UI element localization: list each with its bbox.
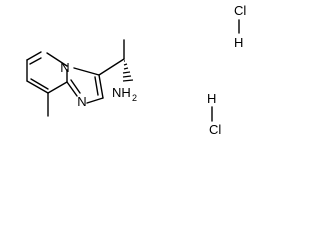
hashed-wedge-bond	[122, 60, 134, 82]
bond-c8a-n1	[66, 81, 78, 97]
hcl-2-h-label: H	[207, 91, 216, 106]
bond-c7-c8-double	[30, 78, 49, 90]
hcl-2: H Cl	[207, 91, 221, 137]
hcl-2-cl-label: Cl	[209, 122, 221, 137]
amine-subscript: 2	[132, 93, 137, 103]
atom-label-imidazole-n: N	[77, 94, 86, 109]
atom-label-amine: NH 2	[112, 85, 137, 103]
bond-c3-n4	[73, 67, 100, 76]
bond-c2-c3	[98, 74, 104, 99]
bond-c2-c3-double	[94, 76, 99, 96]
imidazole-ring	[66, 67, 104, 104]
hcl-1: Cl H	[234, 3, 246, 50]
atom-label-ring-n: N	[60, 60, 69, 75]
bond-c7-c8	[26, 80, 49, 94]
bond-c3-chiral-c	[98, 58, 125, 76]
hcl-1-h-label: H	[234, 35, 243, 50]
bond-c5-c6	[26, 51, 42, 61]
bond-c8a-n1-double	[70, 79, 81, 94]
amine-nh: NH	[112, 85, 131, 100]
hcl-1-cl-label: Cl	[234, 3, 246, 18]
bond-c5-c6-double	[29, 57, 42, 65]
side-chain	[98, 39, 134, 82]
pyridine-ring	[26, 51, 68, 94]
bond-c8-c8a	[47, 81, 68, 94]
structure-canvas: N N NH 2 Cl H H Cl	[26, 3, 246, 137]
bond-ring-n-to-c5	[46, 52, 68, 67]
bond-n1-c2	[86, 97, 104, 104]
